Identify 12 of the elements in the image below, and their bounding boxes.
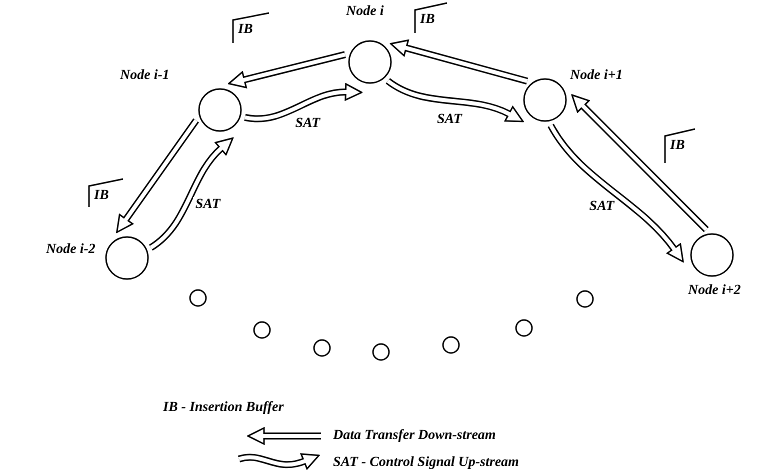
buffer-label: IB <box>238 22 253 38</box>
node-label: Node i-2 <box>46 242 96 258</box>
node-label: Node i+2 <box>688 283 741 299</box>
note: IB - Insertion Buffer <box>163 400 284 416</box>
node-label: Node i <box>346 4 384 20</box>
buffer-label: IB <box>94 188 109 204</box>
buffer-label: IB <box>420 12 435 28</box>
legend-label: Data Transfer Down-stream <box>333 428 496 444</box>
node-label: Node i-1 <box>120 68 170 84</box>
node-label: Node i+1 <box>570 68 623 84</box>
buffer-label: IB <box>670 138 685 154</box>
legend-label: SAT - Control Signal Up-stream <box>333 455 519 471</box>
